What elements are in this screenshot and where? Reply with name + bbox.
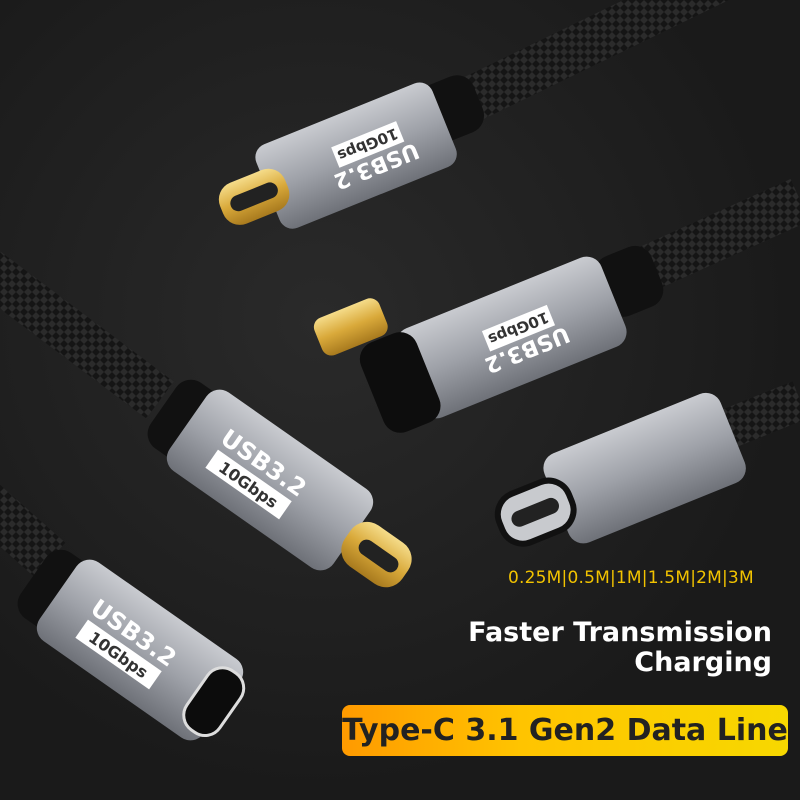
product-badge: Type-C 3.1 Gen2 Data Line bbox=[342, 705, 788, 756]
headline: Faster Transmission Charging bbox=[468, 618, 772, 678]
connector-right-angle: 10Gbps USB3.2 bbox=[313, 245, 664, 433]
badge-text: Type-C 3.1 Gen2 Data Line bbox=[342, 713, 788, 748]
connector-top: 10Gbps USB3.2 bbox=[218, 75, 485, 229]
headline-line-2: Charging bbox=[634, 647, 772, 678]
connector-plain bbox=[494, 392, 746, 547]
cable-length-options: 0.25M|0.5M|1M|1.5M|2M|3M bbox=[508, 568, 754, 588]
headline-line-1: Faster Transmission bbox=[468, 617, 772, 648]
connector-female: USB3.2 10Gbps bbox=[17, 549, 246, 741]
